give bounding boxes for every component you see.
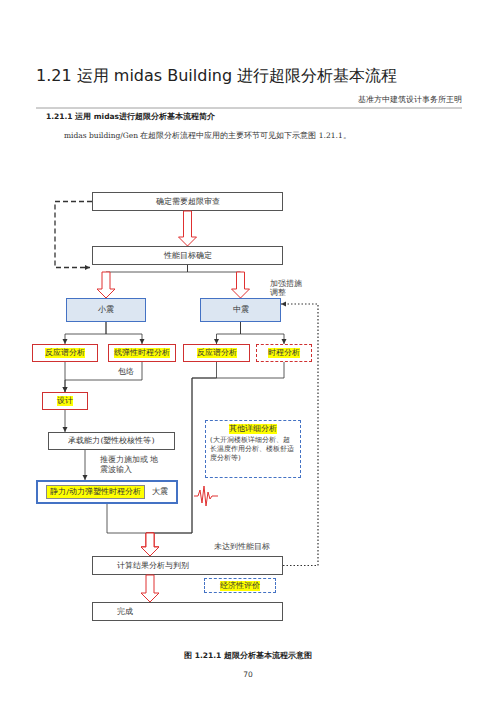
level-box: 小震 [66,298,146,322]
process-box: 承载能力(塑性校核性等) [48,432,175,450]
analysis-box: 线弹性时程分析 [108,344,176,362]
block-arrow [97,272,115,298]
node-text: 反应谱分析 [45,348,85,358]
page-number: 70 [228,670,268,679]
edge-label: 包络 [118,367,142,377]
block-arrow [179,211,197,246]
node-text: 确定需要超限审查 [156,197,220,207]
connector [63,410,68,432]
node-text: 计算结果分析与判别 [117,561,189,571]
block-arrow [141,533,159,556]
process-box: 性能目标确定 [92,246,283,265]
node-text: 大震 [152,487,168,497]
connector [106,322,145,344]
node-text: 设计 [57,396,73,406]
connector [63,362,68,392]
connector [214,322,241,344]
node-text: 完成 [117,607,133,617]
connector-line [107,504,150,533]
analysis-box: 反应谱分析 [183,344,250,362]
connector [188,265,250,298]
connector-line [106,265,188,272]
block-arrow [141,533,159,556]
connector-line [65,362,66,392]
figure-caption: 图 1.21.1 超限分析基本流程示意图 [98,651,398,660]
analysis-box: 反应谱分析 [32,344,98,362]
page-title: 1.21 运用 midas Building 进行超限分析基本流程 [36,66,476,86]
node-text: 中震 [233,305,249,315]
seismograph-symbol [194,486,218,506]
connector [107,504,159,556]
terminal-box: 完成 [92,602,283,621]
node-text: 其他详细分析 [229,424,277,434]
node-text: 小震 [98,305,114,315]
node-text: 承载能力(塑性校核性等) [68,436,154,446]
detail-box: 其他详细分析 (大开洞楼板详细分析、超长温度作用分析、楼板舒适度分析等) [205,420,301,478]
arrow-head [85,265,90,270]
connector [55,202,92,271]
edge-label: 推覆力施加或 地震波输入 [100,455,160,475]
connector [97,265,188,298]
connector [179,211,197,246]
block-arrow [141,533,159,556]
evaluation-box: 经济性评价 [204,578,276,593]
node-text: 经济性评价 [220,581,260,591]
connector-line [65,362,142,392]
edge-label: 未达到性能目标 [214,542,294,552]
connector-line [217,322,241,344]
connector-line [188,265,241,272]
connector [141,575,159,602]
node-text: 时程分析 [268,348,300,358]
intro-text: midas building/Gen 在超限分析流程中应用的主要环节可见如下示意… [64,131,484,140]
level-box: 中震 [200,298,281,322]
connector-line [241,322,285,344]
connector-line [55,202,92,268]
header-rule [36,108,462,109]
connector [63,322,107,344]
block-arrow [141,575,159,602]
process-box: 计算结果分析与判别 [92,556,283,575]
node-text: 线弹性时程分析 [114,348,170,358]
connector-line [85,450,86,480]
connector-line [106,322,142,344]
connector-line [65,322,106,344]
connector-line [65,410,66,432]
connector [83,450,88,480]
block-arrow [232,272,250,298]
connector [241,322,287,344]
nonlinear-box: 静力/动力弹塑性时程分析大震 [36,480,178,504]
arrow-head [281,302,286,307]
design-box: 设计 [42,392,88,410]
node-text: 反应谱分析 [197,348,237,358]
node-text: 性能目标确定 [164,251,212,261]
process-box: 确定需要超限审查 [92,192,283,211]
node-text: (大开洞楼板详细分析、超长温度作用分析、楼板舒适度分析等) [210,436,296,462]
connector [63,362,143,392]
section-heading: 1.21.1 运用 midas进行超限分析基本流程简介 [46,112,446,121]
author-line: 基准方中建筑设计事务所王明 [200,95,462,105]
feedback-note: 加强措施 调整 [270,279,304,298]
node-text: 静力/动力弹塑性时程分析 [46,485,145,499]
analysis-box: 时程分析 [256,344,312,362]
